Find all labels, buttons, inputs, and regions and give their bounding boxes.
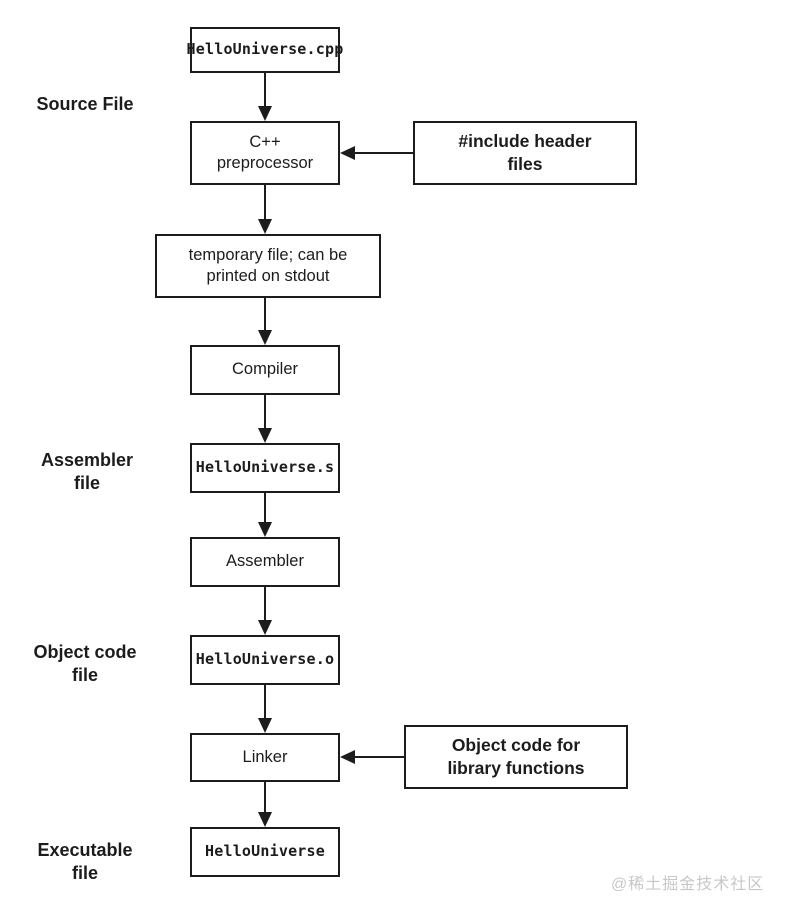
label-object-code-file: Object code file [33, 642, 137, 685]
arrow-down-linker-to-executable [258, 782, 272, 827]
arrow-down-assemblyfile-to-assembler [258, 493, 272, 537]
arrow-down-compiler-to-assemblyfile [258, 395, 272, 443]
node-linker: Linker [190, 733, 340, 782]
arrow-left-library-to-linker [340, 750, 404, 764]
node-library-objects: Object code for library functions [404, 725, 628, 789]
node-compiler: Compiler [190, 345, 340, 395]
node-assembler: Assembler [190, 537, 340, 587]
node-source-file: HelloUniverse.cpp [187, 27, 343, 73]
node-executable: HelloUniverse [190, 827, 340, 877]
label-source-file: Source File [36, 94, 134, 114]
arrow-down-assembler-to-objectfile [258, 587, 272, 635]
arrow-down-preprocessor-to-tempfile [258, 185, 272, 234]
arrow-down-source-to-preprocessor [258, 73, 272, 121]
node-preprocessor: C++ preprocessor [190, 121, 340, 185]
arrow-left-headers-to-preprocessor [340, 146, 413, 160]
arrow-down-objectfile-to-linker [258, 685, 272, 733]
node-include-headers: #include header files [413, 121, 637, 185]
watermark-text: @稀土掘金技术社区 [611, 876, 765, 893]
label-assembler-file: Assembler file [40, 450, 134, 493]
node-temporary-file: temporary file; can be printed on stdout [155, 234, 381, 298]
arrow-down-tempfile-to-compiler [258, 298, 272, 345]
label-executable-file: Executable file [37, 840, 133, 883]
node-assembly-file: HelloUniverse.s [190, 443, 340, 493]
node-object-file: HelloUniverse.o [190, 635, 340, 685]
